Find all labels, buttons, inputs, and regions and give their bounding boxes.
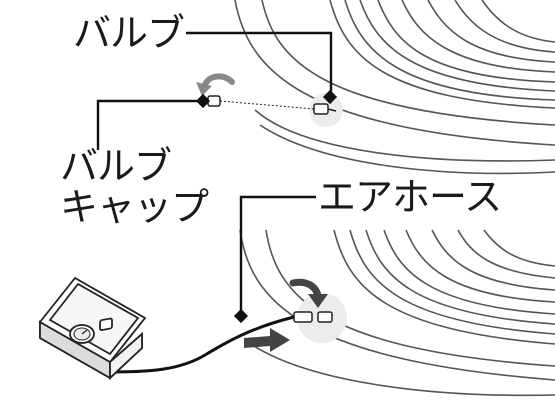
bottom-valve-icon xyxy=(317,311,333,323)
valve-cap-label-line1: バルブ xyxy=(60,144,172,188)
hose-nozzle-icon xyxy=(293,311,313,323)
valve-leader-line xyxy=(186,31,333,98)
down-arrow-icon xyxy=(289,278,328,308)
air-hose-pointer xyxy=(233,308,249,324)
compressor-icon xyxy=(38,276,147,381)
valve-label: バルブ xyxy=(73,11,185,55)
top-tire xyxy=(234,0,555,175)
valve-cap-icon xyxy=(207,95,315,110)
air-hose-leader-line xyxy=(239,195,316,316)
valve-icon xyxy=(313,103,337,115)
valve-cap-leader-line xyxy=(96,99,204,150)
valve-pointer xyxy=(322,89,338,105)
air-hose xyxy=(109,315,295,374)
air-hose-label: エアホース xyxy=(318,175,502,219)
rotate-arrow-icon xyxy=(196,73,235,96)
bottom-tire xyxy=(239,229,555,397)
valve-cap-label-line2: キャップ xyxy=(60,185,209,229)
push-arrow-icon xyxy=(244,328,290,352)
